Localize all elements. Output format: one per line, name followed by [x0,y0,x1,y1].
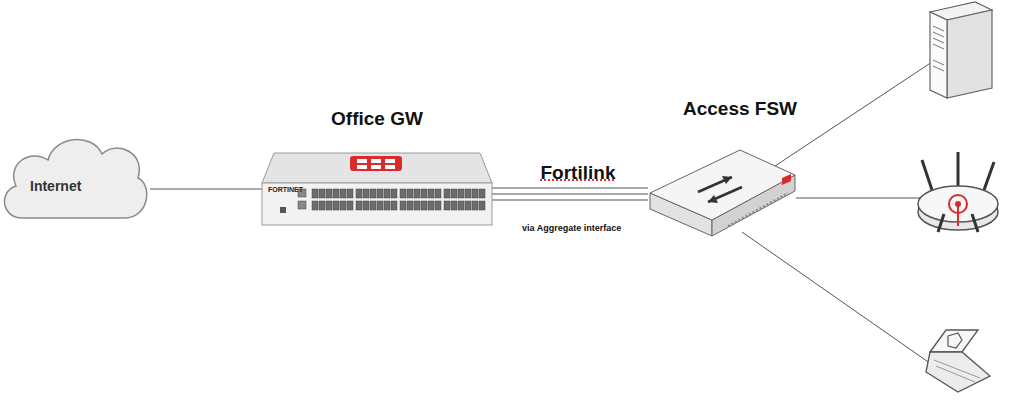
laptop-icon [926,330,990,392]
switch-shape [648,148,798,240]
link-label: Fortilink [541,162,616,184]
server-icon [930,2,992,98]
wire [796,198,922,199]
cloud-label: Internet [30,178,81,194]
aggregate-link [492,188,648,200]
switch-node: Access FSW [648,148,798,240]
device-heading: Office GW [262,108,492,130]
network-link [150,189,262,190]
cloud-node: Internet [0,130,150,225]
cloud-shape [0,130,150,225]
wire [742,232,934,366]
note-text: via Aggregate interface [522,223,621,233]
access-point-icon [918,152,998,232]
brand-logo-text: FORTINET [268,186,303,193]
device-heading: Access FSW [640,98,840,120]
